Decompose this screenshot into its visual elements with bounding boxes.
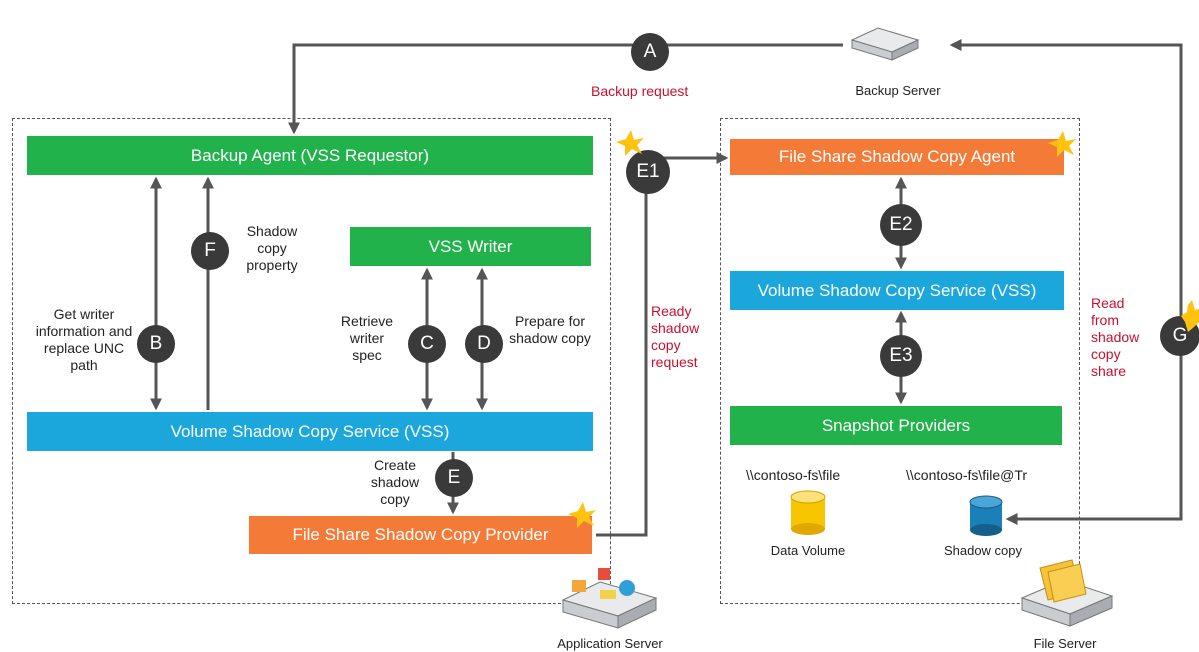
file-server-icon — [1020, 559, 1114, 627]
step-e2-circle: E2 — [880, 204, 922, 246]
read-from-shadow-copy-share-label: Read from shadow copy share — [1091, 295, 1140, 379]
backup-server-label: Backup Server — [855, 83, 941, 98]
star-icon — [1048, 131, 1076, 157]
vss-right-box: Volume Shadow Copy Service (VSS) — [730, 271, 1064, 310]
application-server-icon — [561, 568, 658, 629]
data-volume-path: \\contoso-fs\file — [746, 467, 841, 483]
shadow-copy-volume-icon — [969, 495, 1003, 536]
prepare-shadow-copy-label: Prepare for shadow copy — [509, 313, 591, 346]
arrow-e1 — [596, 152, 729, 537]
arrow-g — [949, 39, 1183, 525]
step-a-circle: A — [631, 33, 669, 71]
file-server-zone — [720, 118, 1080, 604]
file-share-provider-box: File Share Shadow Copy Provider — [249, 516, 592, 554]
star-icon — [568, 502, 596, 528]
backup-agent-box: Backup Agent (VSS Requestor) — [27, 136, 593, 175]
step-f-circle: F — [191, 232, 229, 270]
file-share-agent-box: File Share Shadow Copy Agent — [730, 139, 1064, 175]
step-e1-circle: E1 — [626, 150, 670, 194]
star-icon — [1181, 300, 1199, 332]
data-volume-label: Data Volume — [770, 543, 846, 558]
shadow-copy-path: \\contoso-fs\file@Tr — [906, 467, 1028, 483]
step-d-circle: D — [465, 325, 503, 363]
create-shadow-copy-label: Create shadow copy — [370, 457, 420, 507]
retrieve-writer-spec-label: Retrieve writer spec — [340, 313, 394, 363]
backup-request-label: Backup request — [591, 83, 689, 99]
step-e-circle: E — [435, 459, 473, 497]
application-server-zone — [12, 118, 611, 604]
backup-server-icon — [850, 27, 920, 61]
step-e3-circle: E3 — [880, 335, 922, 377]
vss-left-box: Volume Shadow Copy Service (VSS) — [27, 412, 593, 451]
shadow-copy-label: Shadow copy — [943, 543, 1023, 558]
data-volume-icon — [790, 490, 826, 535]
get-writer-info-label: Get writer information and replace UNC p… — [35, 306, 133, 373]
ready-shadow-copy-request-label: Ready shadow copy request — [651, 303, 700, 370]
vss-writer-box: VSS Writer — [350, 227, 591, 266]
star-icon — [616, 130, 644, 156]
application-server-label: Application Server — [557, 636, 663, 651]
file-server-label: File Server — [1033, 636, 1097, 651]
snapshot-providers-box: Snapshot Providers — [730, 406, 1062, 445]
step-c-circle: C — [408, 325, 446, 363]
step-b-circle: B — [137, 325, 175, 363]
shadow-copy-property-label: Shadow copy property — [246, 223, 298, 273]
